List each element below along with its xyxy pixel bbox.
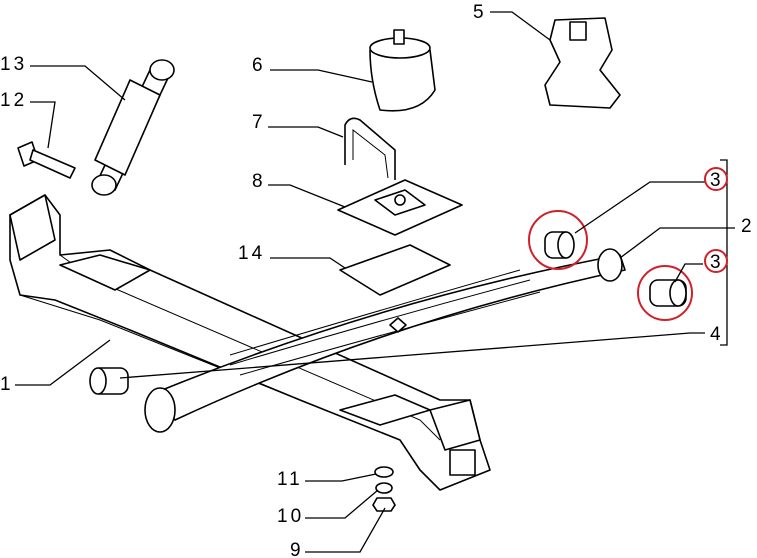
label-2: 2 xyxy=(741,216,755,237)
bushing-rear xyxy=(637,265,693,321)
label-9: 9 xyxy=(290,540,304,558)
label-11: 11 xyxy=(277,469,303,490)
leaf-spring xyxy=(144,248,626,433)
nut-9 xyxy=(372,497,396,512)
bushing-front xyxy=(528,210,588,270)
bolt xyxy=(17,141,76,179)
label-8: 8 xyxy=(252,171,266,192)
label-10: 10 xyxy=(277,506,304,527)
label-14: 14 xyxy=(238,243,265,264)
leader-lines xyxy=(15,11,735,553)
label-13: 13 xyxy=(0,54,27,75)
label-6: 6 xyxy=(252,55,266,76)
label-3b: 3 xyxy=(710,252,724,273)
washer-11 xyxy=(374,466,394,478)
axle-beam xyxy=(9,194,491,491)
label-3a: 3 xyxy=(710,170,724,191)
bump-stop xyxy=(369,29,436,112)
highlight-label-3a xyxy=(704,167,728,191)
rubber-mount xyxy=(544,17,621,109)
u-bolt xyxy=(344,117,396,180)
highlight-label-3b xyxy=(704,249,728,273)
label-1: 1 xyxy=(0,374,14,395)
label-4: 4 xyxy=(710,324,724,345)
label-5: 5 xyxy=(473,2,487,23)
shock-absorber xyxy=(91,59,175,196)
spring-pad xyxy=(339,244,451,296)
washer-10 xyxy=(375,482,393,494)
label-7: 7 xyxy=(252,112,266,133)
bushing-4 xyxy=(89,367,129,395)
label-12: 12 xyxy=(0,90,27,111)
clamp-plate xyxy=(337,179,463,236)
